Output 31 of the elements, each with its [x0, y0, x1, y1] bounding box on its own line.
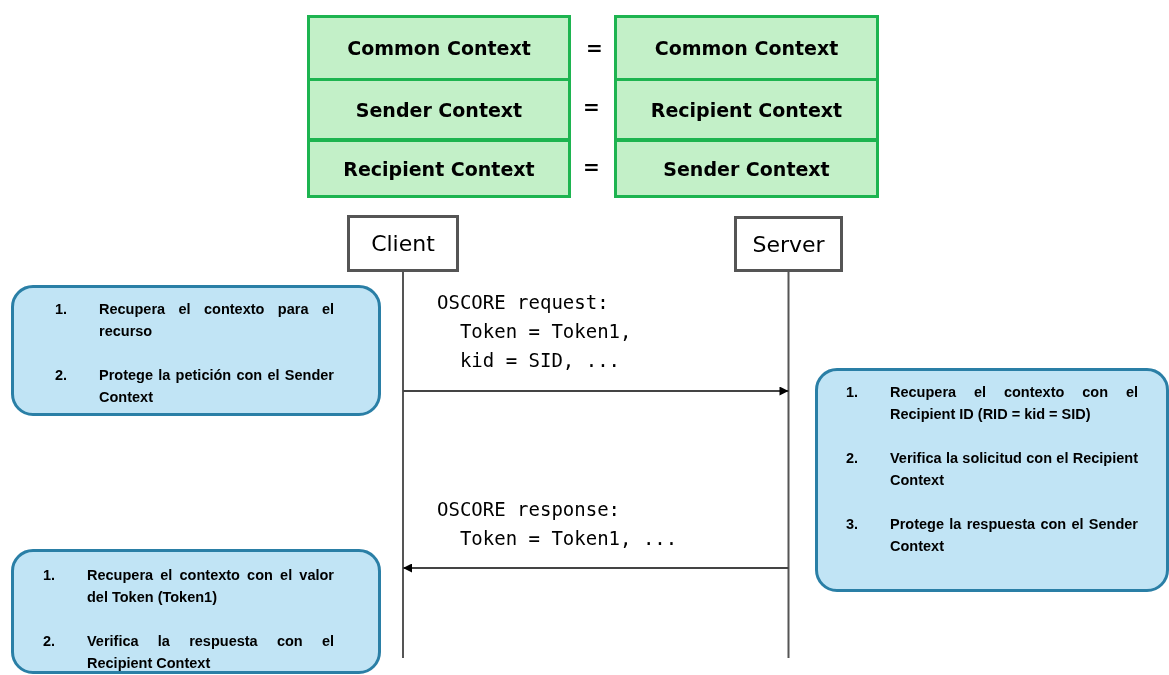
participant-box: Client: [347, 215, 459, 272]
message-arrow: [402, 386, 790, 396]
context-cell: Recipient Context: [307, 139, 571, 198]
note-box: [11, 285, 381, 416]
context-cell: Common Context: [307, 15, 571, 81]
context-cell: Sender Context: [307, 78, 571, 141]
message-arrow: [402, 563, 790, 573]
participant: [734, 216, 843, 658]
step-text: Recupera el contexto con el valor del Token (Token1): [87, 566, 334, 607]
participant-box: Server: [734, 216, 843, 272]
step-text: Verifica la respuesta con el Recipient Context: [87, 632, 334, 673]
step-text: Recupera el contexto con el Recipient ID (RID = kid = SID): [890, 383, 1138, 424]
note-box: [815, 368, 1169, 592]
step-text: Protege la petición con el Sender Context: [99, 366, 334, 407]
equals-sign: =: [583, 95, 600, 119]
step-text: Protege la respuesta con el Sender Context: [890, 515, 1138, 556]
equals-sign: =: [586, 36, 603, 60]
step-text: Verifica la solicitud con el Recipient Context: [890, 449, 1138, 490]
step-number: 1.: [55, 300, 69, 319]
context-cell: Recipient Context: [614, 78, 879, 141]
equals-sign: =: [583, 155, 600, 179]
step-number: 2.: [43, 632, 57, 651]
step-number: 3.: [846, 515, 860, 534]
step-text: Recupera el contexto para el recurso: [99, 300, 334, 341]
step-number: 1.: [846, 383, 860, 402]
context-cell: Common Context: [614, 15, 879, 81]
step-number: 1.: [43, 566, 57, 585]
step-number: 2.: [55, 366, 69, 385]
context-cell: Sender Context: [614, 139, 879, 198]
note-box: [11, 549, 381, 674]
step-number: 2.: [846, 449, 860, 468]
